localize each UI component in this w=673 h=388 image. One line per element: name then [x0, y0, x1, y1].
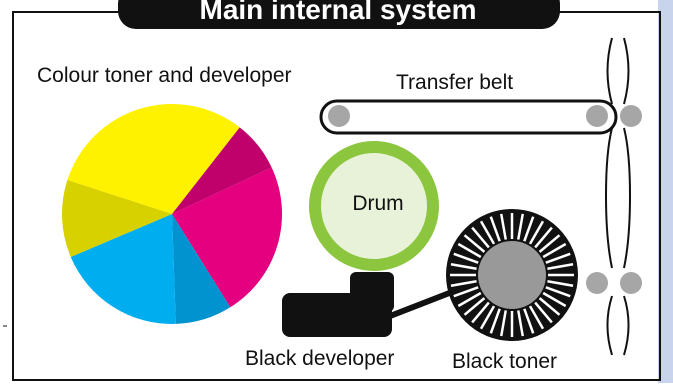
pie-slice-dark-magenta	[172, 127, 272, 214]
belt-roller-right	[586, 105, 608, 127]
toner-fin	[523, 308, 535, 334]
black-toner-label: Black toner	[452, 350, 558, 373]
pie-slice-dark-yellow	[61, 180, 172, 257]
toner-fin	[538, 297, 561, 316]
pie-slice-dark-cyan	[172, 214, 231, 324]
drum-label: Drum	[352, 192, 404, 215]
toner-core	[478, 241, 546, 309]
black-developer	[282, 293, 392, 337]
toner-fin	[453, 252, 479, 264]
toner-fin	[517, 310, 525, 337]
toner-fin	[499, 310, 507, 337]
toner-fin	[517, 213, 525, 240]
belt-roller-left	[328, 105, 350, 127]
toner-fin	[545, 252, 571, 264]
black-toner-unit	[446, 209, 578, 341]
title-banner	[118, 0, 560, 29]
toner-fin	[471, 301, 490, 324]
toner-fin	[479, 220, 496, 245]
paper-roller-bottom-right	[620, 272, 642, 294]
toner-fin	[534, 301, 553, 324]
frame-right-edge	[658, 0, 673, 383]
transfer-belt	[319, 99, 618, 135]
toner-fin	[542, 291, 567, 308]
toner-fin	[453, 286, 479, 298]
drum	[309, 141, 439, 271]
toner-fin	[489, 216, 501, 242]
black-developer-label: Black developer	[245, 347, 395, 370]
toner-fin	[450, 280, 477, 288]
toner-fin	[489, 308, 501, 334]
toner-fin	[450, 262, 477, 270]
paper-roller-top	[620, 105, 642, 127]
toner-fin	[523, 216, 535, 242]
toner-fin	[463, 234, 486, 253]
toner-fin	[542, 242, 567, 259]
toner-fin	[457, 291, 482, 308]
paper-roller-bottom-left	[586, 272, 608, 294]
toner-fin	[528, 220, 545, 245]
toner-fin	[479, 305, 496, 330]
transfer-belt-label: Transfer belt	[396, 71, 514, 94]
pie-slice-cyan	[70, 214, 176, 324]
toner-fin	[457, 242, 482, 259]
toner-fin	[534, 226, 553, 249]
toner-fin	[471, 226, 490, 249]
paper-path-left-guide	[605, 37, 613, 356]
colour-toner-pie	[61, 104, 282, 324]
toner-fin	[545, 286, 571, 298]
toner-fin	[499, 213, 507, 240]
paper-path-right-guide	[623, 37, 631, 356]
diagram-title: Main internal system	[199, 0, 477, 25]
colour-toner-label: Colour toner and developer	[37, 64, 292, 87]
pie-slice-yellow	[67, 104, 240, 214]
toner-fin	[538, 234, 561, 253]
toner-fin	[463, 297, 486, 316]
toner-fin	[547, 262, 574, 270]
toner-fin	[528, 305, 545, 330]
pie-slice-magenta	[172, 167, 282, 308]
toner-fin	[547, 280, 574, 288]
